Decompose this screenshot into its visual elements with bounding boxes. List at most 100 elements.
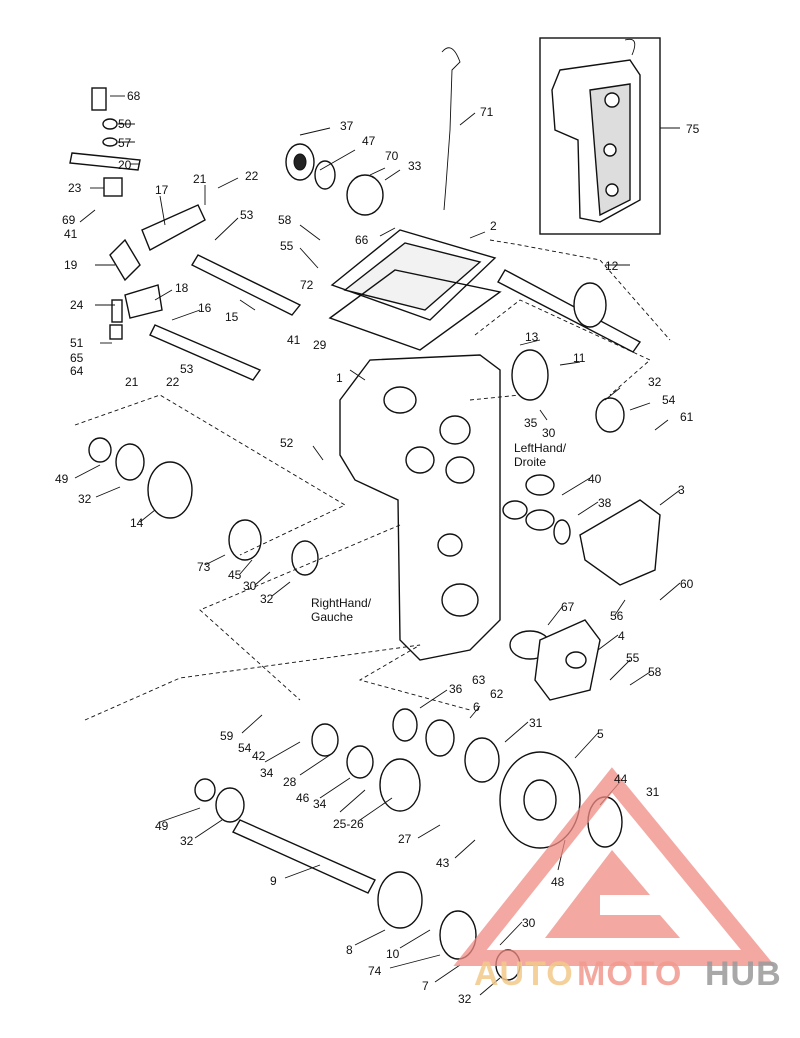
part-number-label: 68 — [127, 89, 141, 103]
watermark-text: AUTO MOTO HUB — [474, 955, 782, 993]
part-number-label: 69 — [62, 213, 76, 227]
part-number-label: 43 — [436, 856, 450, 870]
part-number-label: 25-26 — [333, 817, 364, 831]
part-number-label: 33 — [408, 159, 422, 173]
part-number-label: 8 — [346, 943, 353, 957]
part-number-label: 62 — [490, 687, 504, 701]
part-number-label: 59 — [220, 729, 234, 743]
part-number-label: 53 — [240, 208, 254, 222]
left-hand-fr-label: Droite — [514, 455, 546, 469]
part-number-label: 44 — [614, 772, 628, 786]
part-number-label: 1 — [336, 371, 343, 385]
part-number-label: 32 — [78, 492, 92, 506]
shift-linkage — [69, 87, 206, 340]
part-number-label: 30 — [542, 426, 556, 440]
part-number-label: 49 — [55, 472, 69, 486]
part-number-label: 30 — [522, 916, 536, 930]
side-covers — [534, 499, 661, 701]
part-number-label: 19 — [64, 258, 78, 272]
part-number-label: 70 — [385, 149, 399, 163]
part-number-label: 9 — [270, 874, 277, 888]
part-number-label: 63 — [472, 673, 486, 687]
right-hand-label: RightHand/ — [311, 596, 372, 610]
part-number-label: 73 — [197, 560, 211, 574]
top-cover — [328, 229, 502, 351]
part-number-label: 32 — [260, 592, 274, 606]
part-number-label: 21 — [193, 172, 207, 186]
part-number-label: 64 — [70, 364, 84, 378]
part-number-label: 67 — [561, 600, 575, 614]
part-number-label: 5 — [597, 727, 604, 741]
part-number-label: 12 — [605, 259, 619, 273]
part-number-label: 29 — [313, 338, 327, 352]
part-number-label: 41 — [64, 227, 78, 241]
part-number-label: 74 — [368, 964, 382, 978]
part-number-label: 66 — [355, 233, 369, 247]
gears — [147, 282, 607, 960]
part-number-label: 15 — [225, 310, 239, 324]
part-number-label: 16 — [198, 301, 212, 315]
part-number-label: 37 — [340, 119, 354, 133]
part-number-label: 30 — [243, 579, 257, 593]
part-number-label: 4 — [618, 629, 625, 643]
watermark-auto: AUTO — [474, 955, 574, 993]
part-number-label: 52 — [280, 436, 294, 450]
part-number-label: 53 — [180, 362, 194, 376]
part-number-label: 3 — [678, 483, 685, 497]
part-number-label: 10 — [386, 947, 400, 961]
bearings — [88, 143, 625, 981]
part-number-label: 51 — [70, 336, 84, 350]
part-number-label: 48 — [551, 875, 565, 889]
part-number-label: 34 — [313, 797, 327, 811]
part-number-label: 71 — [480, 105, 494, 119]
part-number-label: 2 — [490, 219, 497, 233]
part-number-label: 75 — [686, 122, 700, 136]
part-number-label: 27 — [398, 832, 412, 846]
watermark-logo — [453, 767, 775, 966]
part-number-label: 21 — [125, 375, 139, 389]
part-number-label: 54 — [238, 741, 252, 755]
part-number-label: 46 — [296, 791, 310, 805]
part-number-label: 22 — [166, 375, 180, 389]
gearbox-casing — [339, 354, 501, 661]
part-number-label: 36 — [449, 682, 463, 696]
part-number-label: 11 — [573, 351, 586, 365]
part-number-label: 42 — [252, 749, 266, 763]
part-number-label: 22 — [245, 169, 259, 183]
side-labels: LeftHand/ Droite RightHand/ Gauche — [311, 441, 567, 624]
shafts — [149, 254, 642, 894]
part-number-label: 17 — [155, 183, 169, 197]
dipstick — [441, 47, 461, 211]
part-number-label: 32 — [180, 834, 194, 848]
right-hand-fr-label: Gauche — [311, 610, 353, 624]
part-number-label: 47 — [362, 134, 376, 148]
part-number-label: 45 — [228, 568, 242, 582]
part-number-label: 32 — [648, 375, 662, 389]
part-number-label: 14 — [130, 516, 144, 530]
part-number-label: 34 — [260, 766, 274, 780]
part-number-label: 58 — [648, 665, 662, 679]
part-number-label: 20 — [118, 158, 132, 172]
part-number-label: 65 — [70, 351, 84, 365]
part-number-label: 23 — [68, 181, 82, 195]
part-number-label: 50 — [118, 117, 132, 131]
part-number-label: 56 — [610, 609, 624, 623]
part-number-label: 38 — [598, 496, 612, 510]
part-number-label: 40 — [588, 472, 602, 486]
leader-lines — [74, 95, 681, 996]
part-number-label: 41 — [287, 333, 301, 347]
part-number-label: 31 — [529, 716, 543, 730]
part-number-label: 72 — [300, 278, 314, 292]
part-number-label: 13 — [525, 330, 539, 344]
part-number-label: 61 — [680, 410, 694, 424]
part-number-label: 7 — [422, 979, 429, 993]
part-number-label: 49 — [155, 819, 169, 833]
watermark-hub: HUB — [705, 955, 782, 993]
part-number-label: 55 — [626, 651, 640, 665]
part-number-label: 35 — [524, 416, 538, 430]
part-number-label: 55 — [280, 239, 294, 253]
part-number-label: 32 — [458, 992, 472, 1006]
